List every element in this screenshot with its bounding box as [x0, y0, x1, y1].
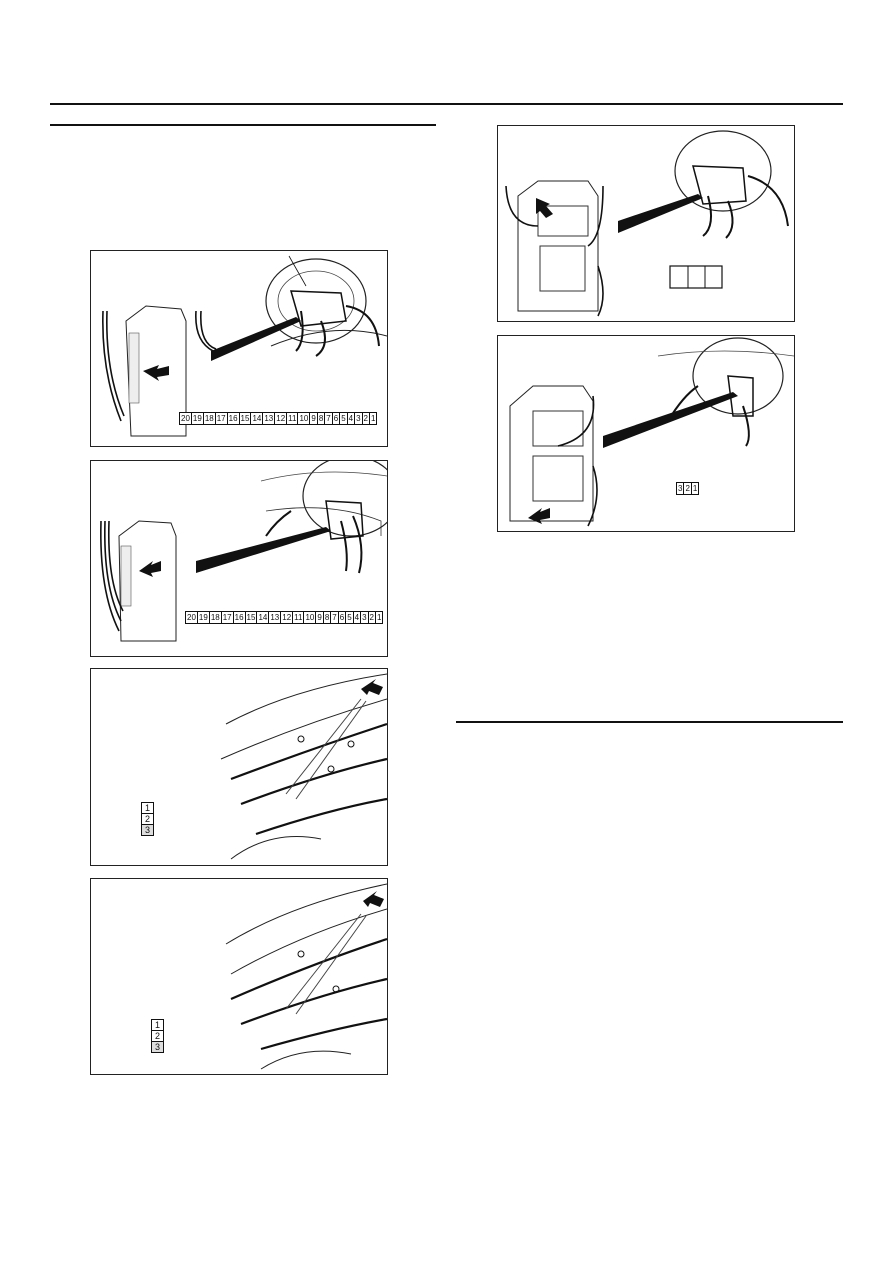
header-rule — [50, 103, 843, 105]
junction-block-icon — [118, 520, 177, 642]
connector-pin-label: 15 — [246, 612, 258, 623]
connector-pin-label: 2 — [363, 413, 370, 424]
connector-pin-label: 11 — [288, 413, 299, 424]
connector-pin-label: 10 — [305, 612, 317, 623]
harness-illustration — [102, 255, 387, 437]
connector-pin-label: 12 — [276, 413, 288, 424]
steering-wheel-icon — [674, 130, 772, 212]
steering-wheel-icon — [692, 337, 784, 415]
connector-pin-label: 8 — [324, 612, 332, 623]
connector-pin-label: 18 — [204, 413, 216, 424]
wiring-harness-icon — [100, 520, 124, 632]
harness-illustration — [100, 461, 387, 642]
connector-pin-label: 14 — [258, 612, 270, 623]
arrow-icon — [363, 891, 384, 907]
harness-illustration — [225, 883, 387, 1070]
wiring-harness-icon — [557, 395, 598, 527]
harness-illustration — [505, 130, 789, 317]
connector-pin-label: 5 — [341, 413, 348, 424]
connector-pin-label: 15 — [240, 413, 252, 424]
leader-wedge — [618, 194, 703, 233]
figure-junction-block-e — [497, 125, 795, 322]
arrow-icon — [536, 198, 553, 218]
connector-pin-label: 3 — [678, 483, 685, 494]
connector-pin-label: 6 — [333, 413, 341, 424]
section-rule-right — [456, 721, 843, 723]
arrow-icon — [361, 679, 383, 695]
arrow-icon — [139, 561, 161, 577]
connector-pin-label: 1 — [692, 484, 698, 493]
connector-pin-label: 4 — [354, 612, 362, 623]
connector-pin-label: 1 — [371, 414, 376, 423]
connector-pin-label: 18 — [210, 612, 222, 623]
connector-pin-label: 20 — [187, 612, 198, 623]
connector-pin-label: 20 — [181, 413, 192, 424]
connector-pin-label: 5 — [347, 612, 354, 623]
connector-pin-label: 16 — [228, 413, 240, 424]
connector-pin-label: 17 — [216, 413, 228, 424]
connector-pin-label: 1 — [142, 803, 153, 814]
connector-pin-label: 6 — [339, 612, 347, 623]
leader-wedge — [211, 317, 301, 361]
connector-pin-label: 14 — [252, 413, 264, 424]
connector-pin-label: 10 — [299, 413, 311, 424]
connector-pin-label: 9 — [317, 612, 324, 623]
connector-pin-label: 7 — [326, 413, 333, 424]
connector-pin-label: 1 — [152, 1020, 163, 1031]
connector-pin-label: 2 — [685, 483, 692, 494]
steering-wheel-icon — [302, 461, 387, 537]
connector-pin-label: 1 — [377, 613, 382, 622]
connector-pin-label: 2 — [142, 814, 153, 825]
connector-pin-label: 17 — [222, 612, 234, 623]
connector-pin-label: 12 — [282, 612, 294, 623]
connector-pin-label: 8 — [318, 413, 326, 424]
connector-pin-label: 19 — [198, 612, 210, 623]
connector-pin-label: 3 — [142, 825, 153, 835]
connector-pin-label: 7 — [332, 612, 339, 623]
connector-pin-label: 2 — [152, 1031, 163, 1042]
connector-pin-label: 13 — [264, 413, 276, 424]
connector-pin-label: 16 — [234, 612, 246, 623]
connector-pin-label: 11 — [294, 612, 305, 623]
connector-pin-label: 3 — [356, 413, 363, 424]
connector-pin-label: 13 — [270, 612, 282, 623]
wiring-harness-icon — [102, 310, 217, 422]
harness-illustration — [509, 337, 794, 527]
connector-pin-label: 4 — [348, 413, 356, 424]
connector-pin-label: 19 — [192, 413, 204, 424]
steering-wheel-icon — [265, 258, 367, 344]
leader-wedge — [196, 527, 331, 573]
connector-pin-label: 9 — [311, 413, 318, 424]
connector-e-housing — [669, 265, 723, 289]
leader-wedge — [603, 392, 738, 448]
section-rule-left — [50, 124, 436, 126]
harness-illustration — [220, 673, 387, 860]
connector-pin-label: 3 — [362, 612, 369, 623]
arrow-icon — [143, 365, 169, 381]
wiring-harness-icon — [505, 185, 604, 317]
connector-pin-label: 3 — [152, 1042, 163, 1052]
connector-pin-label: 2 — [369, 612, 376, 623]
arrow-icon — [528, 508, 550, 524]
